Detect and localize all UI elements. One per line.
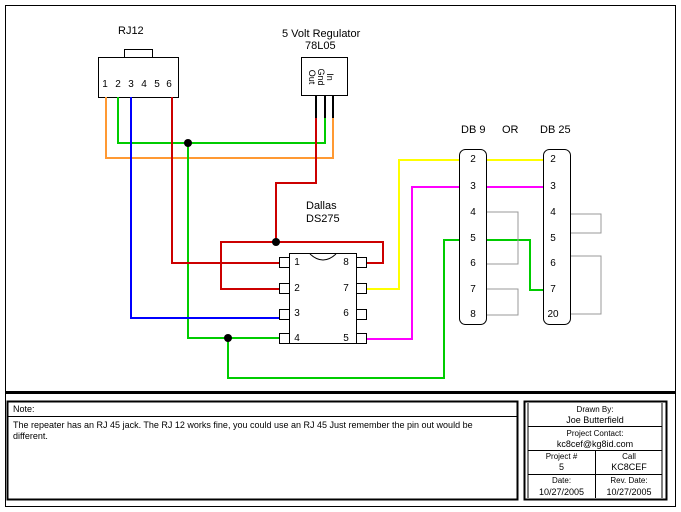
regulator-title: 5 Volt Regulator — [282, 28, 361, 40]
wire-gray-db25-620 — [570, 255, 602, 315]
note-heading: Note: — [13, 404, 35, 414]
date-label: Date: — [551, 476, 572, 485]
db25-pin-label: 5 — [550, 233, 556, 244]
contact-value: kc8cef@kg8id.com — [556, 439, 634, 449]
db25-pin-label: 20 — [547, 309, 559, 320]
junction-dot — [184, 139, 192, 147]
rj12-pin-label: 3 — [128, 79, 134, 90]
wire-red-pin1 — [171, 97, 281, 264]
db25-shell — [543, 149, 571, 325]
date-value: 10/27/2005 — [538, 487, 585, 497]
wire-orange — [105, 97, 334, 159]
title-block-box — [523, 400, 668, 501]
ds275-pin-label: 7 — [343, 283, 349, 294]
rj12-pin-label: 2 — [115, 79, 121, 90]
db9-shell — [459, 149, 487, 325]
db25-pin-label: 6 — [550, 258, 556, 269]
ds275-pin-label: 6 — [343, 308, 349, 319]
wire-gray-db9-46 — [486, 211, 519, 265]
db9-pin-label: 8 — [470, 309, 476, 320]
db9-pin-label: 2 — [470, 154, 476, 165]
project-label: Project # — [545, 452, 578, 461]
ds275-notch — [309, 253, 337, 261]
rev-date-label: Rev. Date: — [610, 476, 648, 485]
call-value: KC8CEF — [611, 462, 647, 472]
rj12-pin-label: 5 — [154, 79, 160, 90]
db25-pin-label: 2 — [550, 154, 556, 165]
rj12-pin-label: 4 — [141, 79, 147, 90]
dallas-title: Dallas — [306, 200, 337, 212]
ds275-body — [289, 253, 357, 344]
rev-date-value: 10/27/2005 — [606, 487, 652, 497]
ds275-pin-label: 8 — [343, 257, 349, 268]
regulator-pin-in: In — [325, 73, 335, 81]
db9-pin-label: 7 — [470, 284, 476, 295]
wire-magenta — [367, 186, 460, 340]
ds275-pin-label: 1 — [294, 257, 300, 268]
sheet-border — [5, 5, 676, 507]
db25-title: DB 25 — [540, 124, 571, 136]
wire-green-db25 — [486, 239, 544, 291]
regulator-body — [301, 57, 348, 96]
project-value: 5 — [558, 462, 564, 472]
ds275-pin-label: 3 — [294, 308, 300, 319]
rj12-tab — [124, 49, 153, 58]
db9-pin-label: 6 — [470, 258, 476, 269]
db25-pin-label: 4 — [550, 207, 556, 218]
wire-gray-db9-78 — [486, 288, 519, 316]
or-label: OR — [502, 124, 519, 136]
note-text: The repeater has an RJ 45 jack. The RJ 1… — [13, 420, 473, 441]
wire-yellow — [367, 159, 460, 290]
wire-blue — [130, 97, 281, 319]
db9-pin-label: 4 — [470, 207, 476, 218]
contact-label: Project Contact: — [566, 429, 624, 438]
rj12-title: RJ12 — [118, 25, 144, 37]
db25-pin-label: 7 — [550, 284, 556, 295]
wire-gray-db25-45 — [570, 213, 602, 234]
db9-title: DB 9 — [461, 124, 486, 136]
ds275-pin-label: 4 — [294, 333, 300, 344]
db9-pin-label: 3 — [470, 181, 476, 192]
wire-green-gnd — [117, 97, 326, 144]
drawn-by-label: Drawn By: — [576, 405, 614, 414]
junction-dot — [224, 334, 232, 342]
db25-pin-label: 3 — [550, 181, 556, 192]
drawn-by-value: Joe Butterfield — [566, 415, 624, 425]
rj12-body — [98, 57, 179, 98]
note-box — [6, 400, 519, 501]
db9-pin-label: 5 — [470, 233, 476, 244]
junction-dot — [272, 238, 280, 246]
rj12-pin-label: 6 — [166, 79, 172, 90]
ds275-pin-label: 2 — [294, 283, 300, 294]
call-label: Call — [622, 452, 636, 461]
regulator-part: 78L05 — [305, 40, 336, 52]
rj12-pin-label: 1 — [102, 79, 108, 90]
dallas-part: DS275 — [306, 213, 340, 225]
ds275-pin-label: 5 — [343, 333, 349, 344]
